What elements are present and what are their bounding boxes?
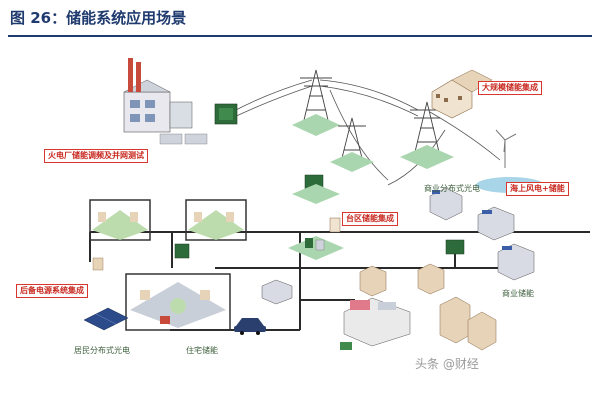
title-divider <box>8 35 592 37</box>
commercial-storage-building <box>497 243 535 281</box>
factory-small <box>261 279 293 305</box>
large-scale-storage-building <box>431 69 493 119</box>
figure-title: 图 26：储能系统应用场景 <box>10 9 187 27</box>
residential-block-frame <box>89 199 151 241</box>
district-battery-unit <box>329 217 341 233</box>
label-offshore-wind: 海上风电+储能 <box>506 182 569 196</box>
thermal-power-plant <box>123 58 193 133</box>
green-storage-cabinet <box>174 243 190 259</box>
electric-car <box>234 318 266 335</box>
grid-storage-container <box>445 239 465 255</box>
transmission-tower <box>338 117 366 159</box>
commercial-pv-building <box>429 187 463 221</box>
substation-box <box>292 174 340 204</box>
label-commercial-storage: 商业储能 <box>502 289 534 298</box>
commercial-building <box>477 206 515 241</box>
apartment-buildings <box>439 296 497 351</box>
residential-community-frame <box>125 273 231 331</box>
residential-tower <box>417 263 445 295</box>
plant-transformer <box>214 103 238 125</box>
label-thermal-plant: 火电厂储能调频及并网测试 <box>44 149 148 163</box>
transmission-tower <box>300 69 332 121</box>
label-district-storage: 台区储能集成 <box>342 212 398 226</box>
label-residential-storage: 住宅储能 <box>186 346 218 355</box>
label-residential-pv: 居民分布式光电 <box>74 346 130 355</box>
plant-battery-racks <box>159 133 208 145</box>
tower-base-platforms <box>292 114 454 172</box>
transmission-wires <box>231 79 501 186</box>
utility-vehicle <box>340 342 352 350</box>
residential-block-frame <box>185 199 247 241</box>
district-storage-site <box>288 236 344 260</box>
factory-large <box>343 297 411 347</box>
offshore-wind-turbine <box>495 129 517 168</box>
backup-power-unit <box>92 257 104 271</box>
label-large-scale-storage: 大规模储能集成 <box>478 81 542 95</box>
residential-tower <box>359 265 387 297</box>
label-commercial-pv: 商业分布式光电 <box>424 184 480 193</box>
transmission-tower <box>410 101 444 153</box>
label-backup-power: 后备电源系统集成 <box>16 284 88 298</box>
watermark: 头条 @财经 <box>415 357 479 371</box>
solar-panel-array <box>83 307 129 331</box>
